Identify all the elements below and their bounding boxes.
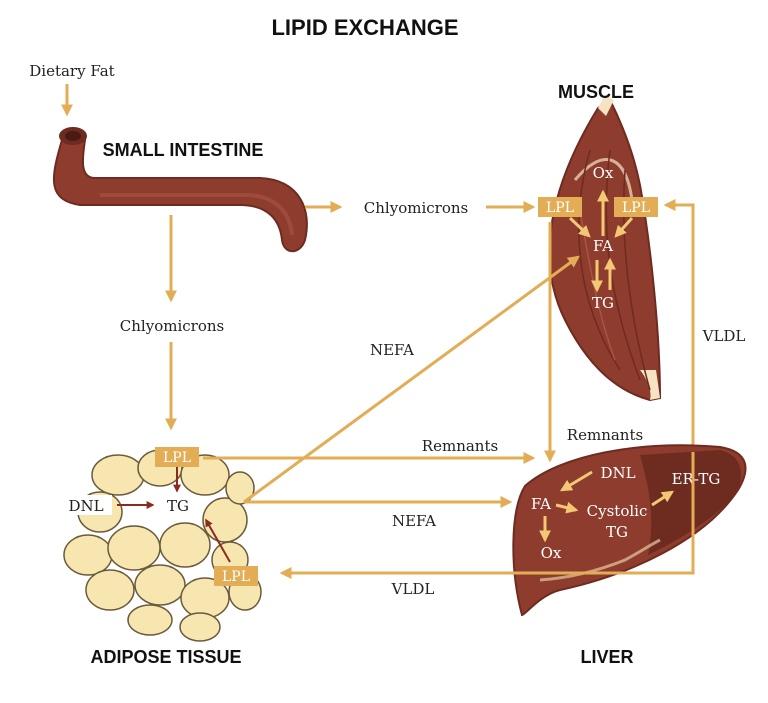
adipose-dnl-box: DNL (60, 495, 112, 515)
vldl-right-label: VLDL (702, 327, 746, 345)
nefa-upper-label: NEFA (370, 341, 414, 359)
svg-text:LPL: LPL (622, 200, 650, 216)
muscle-ox: Ox (593, 164, 614, 182)
vldl-bottom-label: VLDL (391, 580, 435, 598)
liver-fa: FA (531, 495, 551, 513)
small-intestine-label: SMALL INTESTINE (103, 140, 264, 160)
svg-text:DNL: DNL (68, 497, 103, 515)
vldl-to-muscle-arrow (663, 199, 695, 452)
adipose-tg-box: TG (157, 495, 199, 515)
muscle-tg: TG (592, 294, 614, 312)
chylomicrons-left-label: Chlyomicrons (120, 317, 224, 335)
adipose-internal-arrows (117, 467, 231, 563)
remnants-right-label: Remnants (567, 426, 643, 444)
chylomicrons-top-label: Chlyomicrons (364, 199, 468, 217)
dietary-fat-label: Dietary Fat (29, 62, 114, 80)
nefa-lower-label: NEFA (392, 512, 436, 530)
nefa-to-muscle-arrow (243, 255, 580, 504)
svg-text:LPL: LPL (163, 450, 191, 466)
svg-text:LPL: LPL (546, 200, 574, 216)
liver-label: LIVER (580, 647, 633, 667)
page-title: LIPID EXCHANGE (271, 15, 458, 40)
adipose-lpl-bottom-badge: LPL (214, 566, 258, 586)
adipose-label: ADIPOSE TISSUE (90, 647, 241, 667)
muscle-lpl-left-badge: LPL (538, 197, 582, 217)
vldl-to-adipose-arrow (279, 452, 695, 579)
adipose-illustration (63, 449, 262, 642)
liver-ox: Ox (541, 544, 562, 562)
liver-cystolic: Cystolic (587, 502, 648, 520)
svg-text:LPL: LPL (222, 569, 250, 585)
liver-cystolic-tg: TG (606, 523, 628, 541)
adipose-lpl-top-badge: LPL (155, 447, 199, 467)
muscle-label: MUSCLE (558, 82, 634, 102)
muscle-lpl-right-badge: LPL (614, 197, 658, 217)
liver-er-tg: ER-TG (672, 470, 721, 488)
liver-internal-arrows (539, 470, 675, 543)
liver-dnl: DNL (600, 464, 635, 482)
remnants-left-label: Remnants (422, 437, 498, 455)
small-intestine-illustration (52, 127, 308, 253)
muscle-fa: FA (593, 237, 613, 255)
svg-text:TG: TG (167, 497, 189, 515)
muscle-internal-arrows (568, 189, 634, 293)
